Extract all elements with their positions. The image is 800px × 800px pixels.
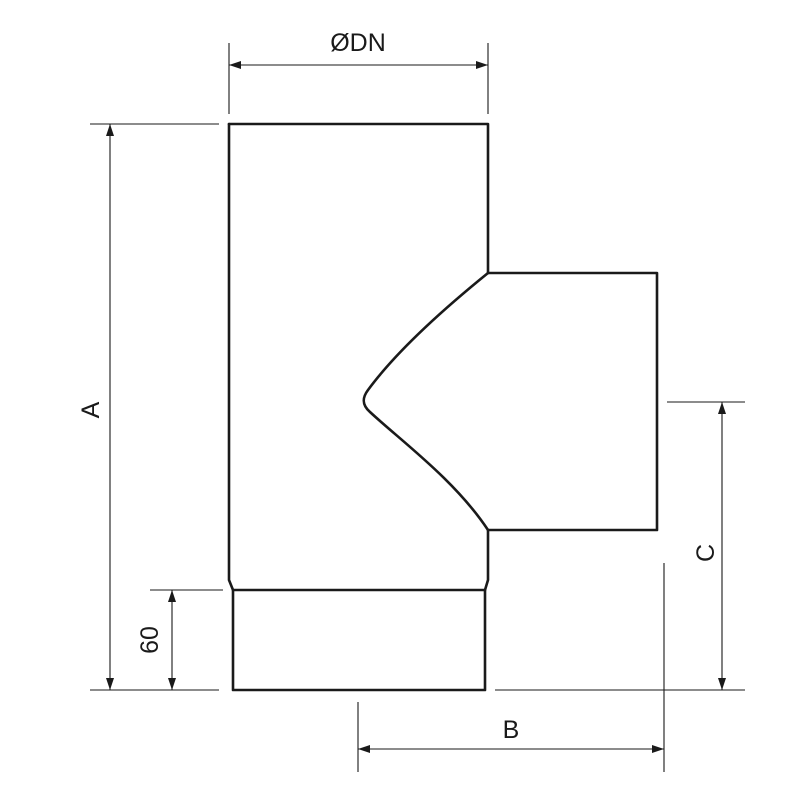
label-length-b: B: [503, 716, 520, 744]
label-height-a: A: [77, 401, 105, 418]
main-pipe-right-wall-lower: [483, 528, 490, 592]
branch-pipe-outline: [486, 271, 659, 532]
tee-body: [227, 122, 659, 692]
dimension-socket-length: 60: [136, 589, 223, 690]
main-pipe-outline: [227, 122, 490, 275]
dimension-diameter: ØDN: [228, 29, 489, 114]
dimension-length-b: B: [357, 563, 665, 772]
main-pipe-left-wall: [227, 122, 235, 592]
dimension-height-a: A: [77, 123, 219, 691]
label-socket-length: 60: [136, 626, 164, 654]
label-diameter: ØDN: [330, 29, 386, 57]
branch-intersection-curve: [362, 271, 490, 532]
dimension-height-c: C: [495, 401, 745, 691]
socket-section: [231, 588, 487, 692]
label-height-c: C: [692, 544, 720, 562]
